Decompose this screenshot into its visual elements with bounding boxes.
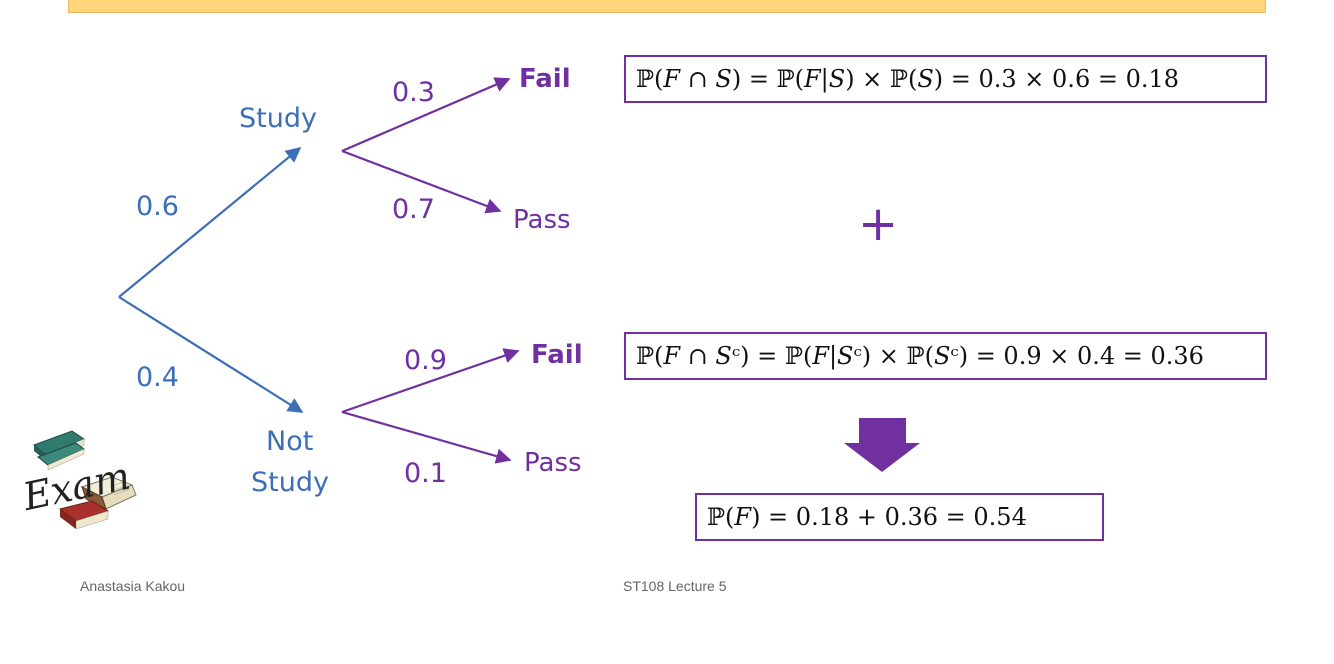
header-banner <box>68 0 1266 13</box>
outcome-pass-not-study: Pass <box>524 448 582 478</box>
node-not-study-line1: Not <box>266 426 314 457</box>
prob-pass-given-study: 0.7 <box>392 194 435 225</box>
node-not-study-line2: Study <box>251 467 329 498</box>
open-book-icon <box>80 476 137 510</box>
outcome-pass-study: Pass <box>513 205 571 235</box>
outcome-fail-not-study: Fail <box>531 340 583 370</box>
formula-f-and-sc: ℙ(𝐹 ∩ 𝑆ᶜ) = ℙ(𝐹|𝑆ᶜ) × ℙ(𝑆ᶜ) = 0.9 × 0.4 … <box>624 332 1267 380</box>
prob-not-study: 0.4 <box>136 362 179 393</box>
prob-study: 0.6 <box>136 191 179 222</box>
branch-study-pass <box>341 149 502 214</box>
red-book-icon <box>58 500 110 530</box>
exam-books-logo: Exam <box>20 430 137 530</box>
green-book-icon <box>33 430 86 471</box>
branch-notstudy-pass <box>341 410 512 464</box>
footer-lecture: ST108 Lecture 5 <box>623 578 727 594</box>
down-arrow-icon <box>844 418 920 472</box>
branch-not-study <box>118 296 304 413</box>
branch-study-fail <box>341 77 511 153</box>
outcome-fail-study: Fail <box>519 64 571 94</box>
formula-f-and-s: ℙ(𝐹 ∩ 𝑆) = ℙ(𝐹|𝑆) × ℙ(𝑆) = 0.3 × 0.6 = 0… <box>624 55 1267 103</box>
branch-notstudy-fail <box>341 348 520 414</box>
formula-total-probability: ℙ(𝐹) = 0.18 + 0.36 = 0.54 <box>695 493 1104 541</box>
footer-author: Anastasia Kakou <box>80 578 186 594</box>
branch-study <box>118 147 302 298</box>
prob-pass-given-not-study: 0.1 <box>404 458 447 489</box>
node-study: Study <box>239 103 317 134</box>
plus-sign: + <box>858 196 899 252</box>
prob-fail-given-not-study: 0.9 <box>404 345 447 376</box>
prob-fail-given-study: 0.3 <box>392 77 435 108</box>
